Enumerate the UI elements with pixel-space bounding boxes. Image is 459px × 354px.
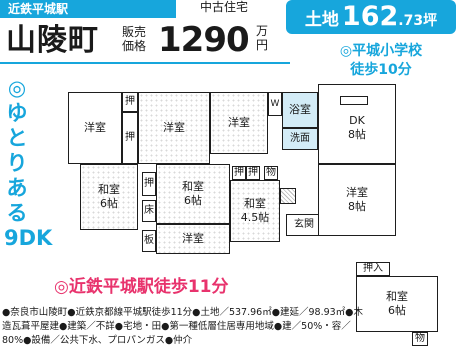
room-washroom: 洗面 xyxy=(282,128,318,150)
room-youshitsu-n2: 洋室 xyxy=(138,92,210,164)
land-area-decimal: .73 xyxy=(398,13,424,29)
closet-ita: 板 xyxy=(142,230,156,252)
land-area-unit: 坪 xyxy=(423,13,438,29)
closet-oshi-2: 押 xyxy=(122,112,138,164)
closet-oshi-3: 押 xyxy=(142,172,156,196)
hallway xyxy=(280,188,296,204)
property-details: ●奈良市山陵町●近鉄京都線平城駅徒歩11分●土地／537.96㎡●建延／98.9… xyxy=(2,307,363,346)
station-bar: 近鉄平城駅 xyxy=(0,0,176,18)
price-value: 1290 xyxy=(158,20,250,60)
school-name: ◎平城小学校 xyxy=(339,43,423,59)
closet-oshi-1: 押 xyxy=(122,92,138,112)
closet-mono-1: 物 xyxy=(264,166,278,180)
closet-oshi-5: 押 xyxy=(246,166,260,180)
price-unit: 万円 xyxy=(256,24,269,52)
closet-oshi-in: 押入 xyxy=(356,262,390,276)
town-name: 山陵町 xyxy=(6,23,99,58)
room-toilet: W xyxy=(268,92,282,116)
sink-counter xyxy=(340,96,368,105)
station-walk: ◎近鉄平城駅徒歩11分 xyxy=(54,277,229,297)
property-type: 中古住宅 xyxy=(200,0,249,14)
closet-toko: 床 xyxy=(142,200,156,222)
school-info: ◎平城小学校 徒歩10分 xyxy=(306,42,456,80)
school-walk: 徒歩10分 xyxy=(350,62,412,78)
room-entrance: 玄関 xyxy=(286,214,322,236)
price-label: 販売価格 xyxy=(122,25,147,53)
closet-oshi-4: 押 xyxy=(232,166,246,180)
side-catchphrase: ◎ゆとりある9DK xyxy=(4,76,53,250)
land-area-badge: 土地 162 .73 坪 xyxy=(286,0,456,34)
header-rule xyxy=(0,62,290,64)
room-youshitsu-s: 洋室 xyxy=(156,224,230,254)
land-area-label: 土地 xyxy=(304,10,339,30)
room-youshitsu-n3: 洋室 xyxy=(210,92,268,154)
land-area-integer: 162 xyxy=(341,1,399,32)
closet-mono-2: 物 xyxy=(412,332,428,346)
room-youshitsu-nw: 洋室 xyxy=(68,92,122,164)
room-bath: 浴室 xyxy=(282,92,318,128)
